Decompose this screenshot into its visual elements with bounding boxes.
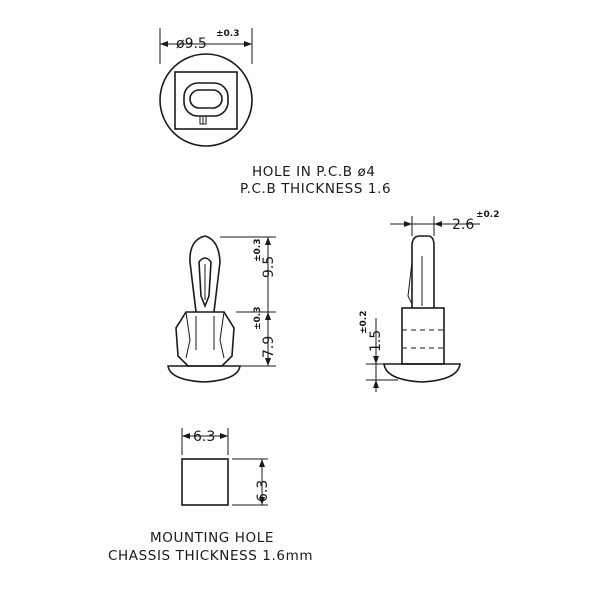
side-dim-flange-arrow-top bbox=[373, 356, 379, 364]
side-width-label: 2.6 bbox=[452, 217, 474, 233]
front-view-slot bbox=[198, 257, 212, 309]
top-dim-arrow-left bbox=[160, 41, 168, 47]
top-view-tab bbox=[199, 116, 207, 125]
side-view-body bbox=[401, 307, 445, 365]
mounting-note-line1: MOUNTING HOLE bbox=[150, 530, 274, 546]
top-view-square-base bbox=[174, 71, 238, 130]
front-dim-height-arrow-top bbox=[265, 237, 271, 245]
mounting-hole-view: 6.3 6.3 bbox=[181, 428, 271, 506]
front-base-tolerance: ±0.3 bbox=[253, 307, 263, 330]
hole-dim-width-arrow-left bbox=[182, 433, 190, 439]
hole-dim-height-arrow-bottom bbox=[259, 497, 265, 505]
side-dim-width-arrow-right bbox=[434, 221, 442, 227]
side-view: 2.6 ±0.2 1.5 ±0.2 bbox=[359, 210, 499, 392]
front-view-flange bbox=[167, 365, 241, 383]
top-view: ø9.5 ±0.3 bbox=[159, 28, 253, 147]
front-view: 9.5 ±0.3 7.9 ±0.3 bbox=[167, 235, 277, 383]
hole-dim-width-arrow-right bbox=[220, 433, 228, 439]
side-dim-width-arrow-left bbox=[404, 221, 412, 227]
front-base-label: 7.9 bbox=[261, 336, 277, 358]
front-dim-base-arrow bbox=[265, 312, 271, 320]
top-view-slot bbox=[189, 89, 223, 109]
pcb-note-line1: HOLE IN P.C.B ø4 bbox=[252, 164, 376, 180]
mounting-hole-square bbox=[181, 458, 229, 506]
hole-width-label: 6.3 bbox=[193, 429, 215, 445]
pcb-note-line2: P.C.B THICKNESS 1.6 bbox=[240, 181, 391, 197]
front-view-body bbox=[175, 311, 235, 367]
front-height-label: 9.5 bbox=[261, 256, 277, 278]
top-diameter-tolerance: ±0.3 bbox=[216, 29, 239, 39]
side-flange-label: 1.5 bbox=[368, 330, 384, 352]
top-diameter-label: ø9.5 bbox=[176, 36, 207, 52]
front-view-inner-lines bbox=[195, 316, 215, 350]
front-dim-height-arrow-bottom bbox=[265, 358, 271, 366]
side-dim-flange-arrow-bottom bbox=[373, 380, 379, 388]
side-view-stud bbox=[411, 235, 435, 308]
front-view-legs bbox=[185, 311, 225, 359]
side-view-latch bbox=[407, 261, 413, 305]
side-view-flange bbox=[383, 363, 461, 383]
front-height-tolerance: ±0.3 bbox=[253, 239, 263, 262]
hole-height-label: 6.3 bbox=[255, 480, 271, 502]
side-width-tolerance: ±0.2 bbox=[476, 210, 499, 220]
side-flange-tolerance: ±0.2 bbox=[359, 311, 369, 334]
hole-dim-height-arrow-top bbox=[259, 459, 265, 467]
top-dim-arrow-right bbox=[244, 41, 252, 47]
mounting-note-line2: CHASSIS THICKNESS 1.6mm bbox=[108, 548, 313, 564]
top-view-outer-circle bbox=[159, 53, 253, 147]
front-view-stud bbox=[189, 235, 221, 313]
